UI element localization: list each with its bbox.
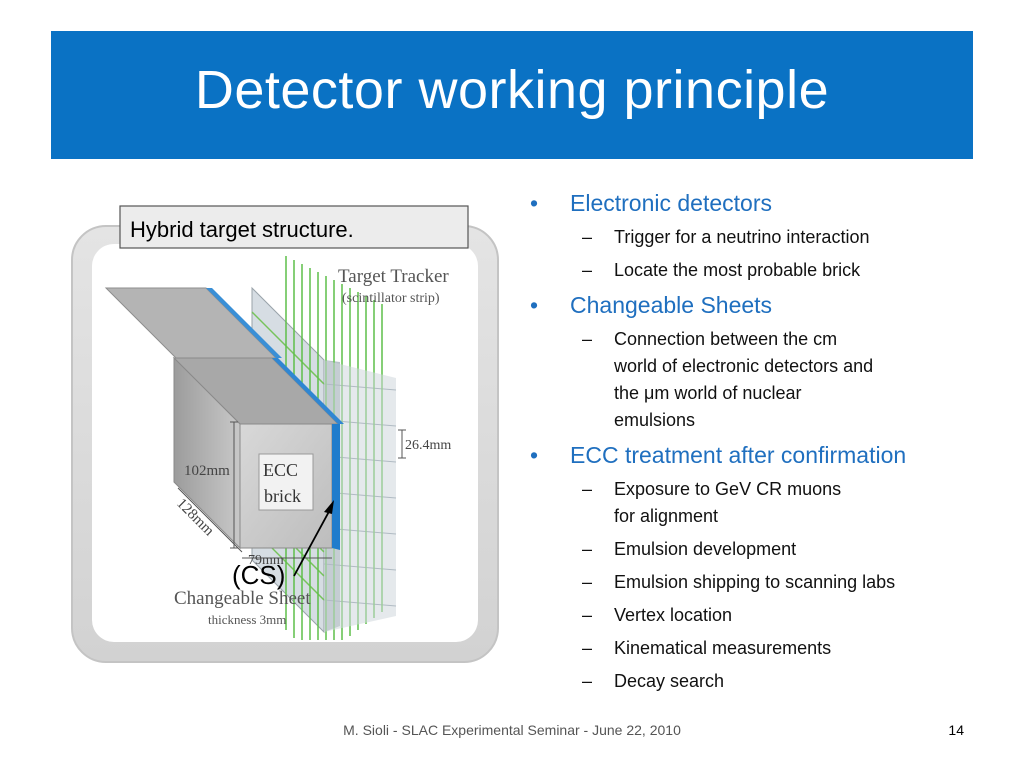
slide-footer: M. Sioli - SLAC Experimental Seminar - J… bbox=[343, 722, 681, 738]
sub-bullet: – Locate the most probable brick bbox=[530, 257, 970, 284]
dim-102-label: 102mm bbox=[184, 463, 230, 479]
cs-label: (CS) bbox=[232, 560, 285, 590]
sub-bullet-text: Emulsion development bbox=[614, 539, 797, 559]
figure-caption: Hybrid target structure. bbox=[130, 217, 354, 242]
bullet-dot: • bbox=[530, 190, 539, 216]
dimension-lines bbox=[177, 421, 406, 559]
dash-marker: – bbox=[582, 227, 593, 247]
bullet-list: • Electronic detectors – Trigger for a n… bbox=[530, 186, 970, 701]
caption-box: Hybrid target structure. bbox=[119, 205, 469, 249]
dash-marker: – bbox=[582, 479, 593, 499]
sub-bullet: – Kinematical measurements bbox=[530, 635, 970, 662]
ecc-label-line2: brick bbox=[264, 486, 301, 506]
sub-bullet-text: Connection between the cm world of elect… bbox=[614, 329, 874, 430]
cs-arrow bbox=[293, 500, 334, 577]
sub-bullet-text: Kinematical measurements bbox=[614, 638, 832, 658]
sub-bullet-text: Trigger for a neutrino interaction bbox=[614, 227, 870, 247]
target-tracker-label: Target Tracker bbox=[338, 266, 449, 287]
bullet-text: Changeable Sheets bbox=[570, 292, 773, 318]
sub-bullet-text: Vertex location bbox=[614, 605, 733, 625]
sub-bullet-text: Locate the most probable brick bbox=[614, 260, 861, 280]
hybrid-target-figure: Hybrid target structure. Target Tracker … bbox=[66, 200, 506, 668]
bullet-ecc-treatment: • ECC treatment after confirmation bbox=[530, 440, 970, 470]
page-number: 14 bbox=[948, 722, 964, 738]
changeable-sheet-plate bbox=[332, 424, 340, 550]
sub-bullet-text: Emulsion shipping to scanning labs bbox=[614, 572, 896, 592]
scintillator-label: (scintillator strip) bbox=[342, 291, 440, 306]
sub-bullet: – Vertex location bbox=[530, 602, 970, 629]
sub-bullet: – Exposure to GeV CR muons for alignment bbox=[530, 476, 864, 530]
sub-bullet-text: Decay search bbox=[614, 671, 725, 691]
hybrid-target-diagram: Hybrid target structure. Target Tracker … bbox=[71, 205, 499, 663]
ecc-label-line1: ECC bbox=[263, 460, 298, 480]
bullet-dot: • bbox=[530, 442, 539, 468]
ecc-brick bbox=[172, 356, 344, 550]
dim-79-label: 79mm bbox=[248, 553, 284, 568]
dash-marker: – bbox=[582, 539, 593, 559]
sub-bullet: – Emulsion shipping to scanning labs bbox=[530, 569, 970, 596]
dash-marker: – bbox=[582, 329, 593, 349]
sub-bullet: – Decay search bbox=[530, 668, 970, 695]
bullet-changeable-sheets: • Changeable Sheets bbox=[530, 290, 970, 320]
slide-title: Detector working principle bbox=[194, 60, 830, 120]
dim-26-label: 26.4mm bbox=[405, 438, 451, 453]
dash-marker: – bbox=[582, 572, 593, 592]
bullet-text: ECC treatment after confirmation bbox=[570, 442, 907, 468]
dash-marker: – bbox=[582, 671, 593, 691]
sub-bullet-text: Exposure to GeV CR muons for alignment bbox=[614, 479, 842, 526]
sub-bullet: – Trigger for a neutrino interaction bbox=[530, 224, 970, 251]
sub-bullet: – Emulsion development bbox=[530, 536, 970, 563]
dash-marker: – bbox=[582, 605, 593, 625]
bullet-text: Electronic detectors bbox=[570, 190, 772, 216]
dash-marker: – bbox=[582, 260, 593, 280]
bullet-electronic-detectors: • Electronic detectors bbox=[530, 188, 970, 218]
changeable-sheet-label: Changeable Sheet bbox=[174, 588, 311, 609]
dash-marker: – bbox=[582, 638, 593, 658]
thickness-label: thickness 3mm bbox=[208, 612, 286, 627]
sub-bullet: – Connection between the cm world of ele… bbox=[530, 326, 884, 434]
title-bar: Detector working principle bbox=[51, 31, 973, 159]
bullet-dot: • bbox=[530, 292, 539, 318]
